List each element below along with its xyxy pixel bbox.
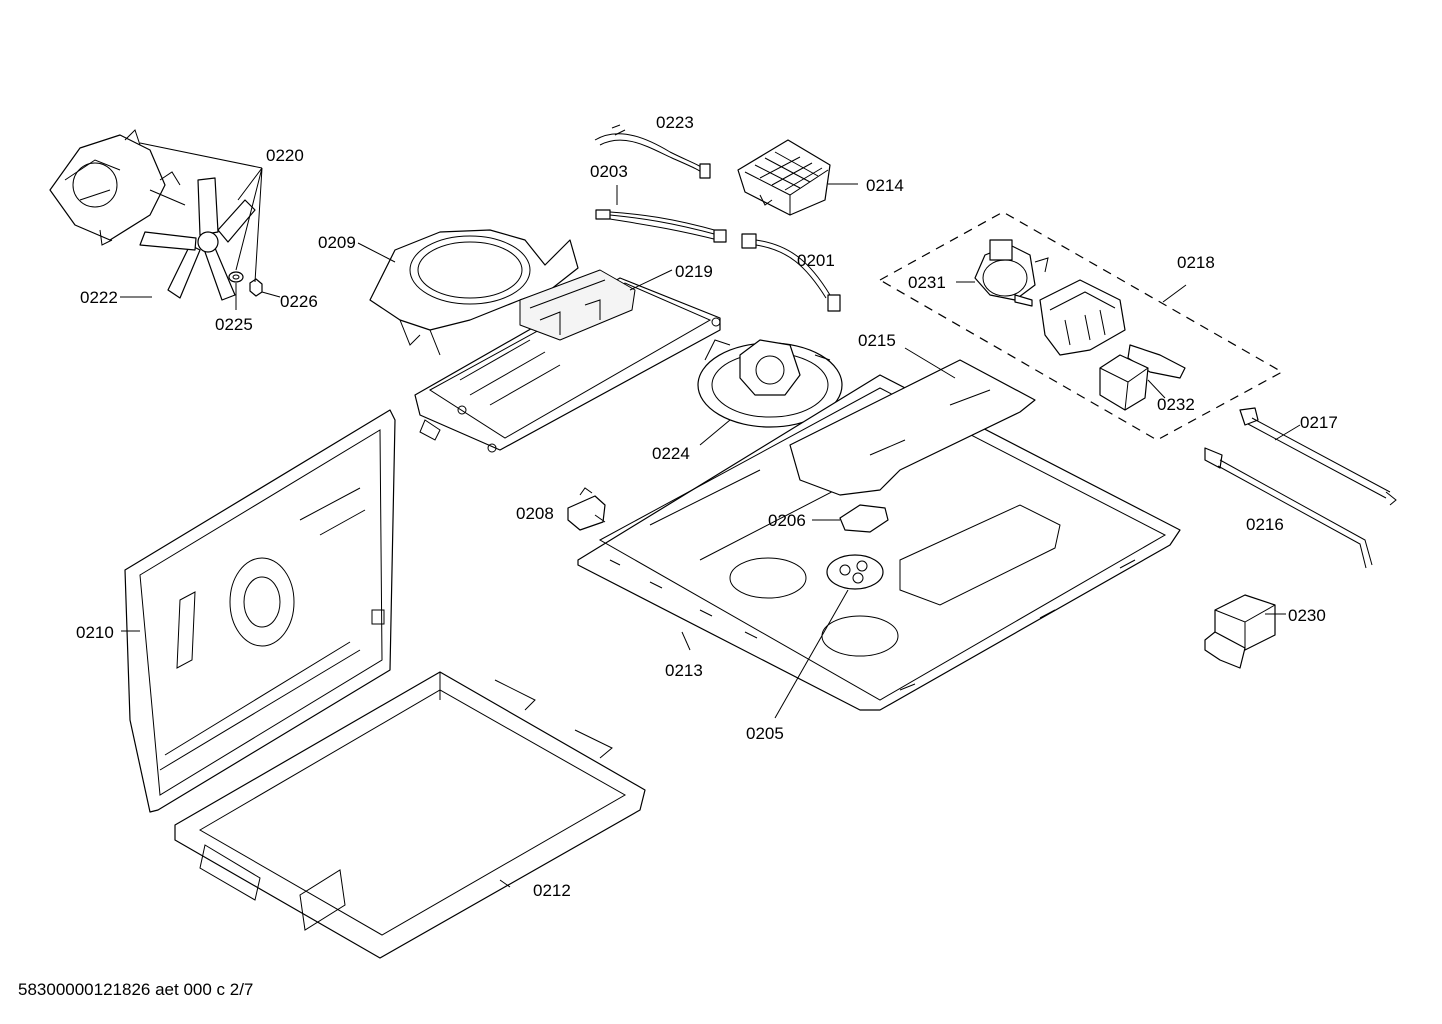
part-0223-cable	[594, 124, 711, 179]
part-0212-bottom-frame	[174, 671, 646, 959]
label-0230: 0230	[1288, 606, 1326, 625]
label-0212: 0212	[533, 881, 571, 900]
label-0209: 0209	[318, 233, 356, 252]
label-0219: 0219	[675, 262, 713, 281]
part-0203-cable	[595, 209, 727, 243]
part-0217-rod	[1239, 407, 1397, 506]
label-0223: 0223	[656, 113, 694, 132]
part-0201-cable	[741, 233, 841, 312]
label-0220: 0220	[266, 146, 304, 165]
part-0213-base-tray	[577, 374, 1181, 711]
label-0206: 0206	[768, 511, 806, 530]
label-0222: 0222	[80, 288, 118, 307]
part-0230-transformer	[1204, 594, 1276, 669]
part-0216-rod	[1204, 447, 1373, 569]
label-0208: 0208	[516, 504, 554, 523]
label-0224: 0224	[652, 444, 690, 463]
label-0201: 0201	[797, 251, 835, 270]
part-0205-fan-cover	[826, 554, 884, 590]
label-0225: 0225	[215, 315, 253, 334]
label-0210: 0210	[76, 623, 114, 642]
part-0231-lock-motor	[974, 239, 1049, 307]
label-0218: 0218	[1177, 253, 1215, 272]
label-0231: 0231	[908, 273, 946, 292]
label-0232: 0232	[1157, 395, 1195, 414]
part-0220-fan-motor	[49, 129, 186, 246]
label-0214: 0214	[866, 176, 904, 195]
part-0208-switch	[567, 487, 606, 531]
part-0224-blower	[697, 339, 843, 428]
document-reference-footer: 58300000121826 aet 000 c 2/7	[18, 980, 254, 999]
label-0226: 0226	[280, 292, 318, 311]
part-0210-rear-panel	[124, 409, 396, 813]
label-0213: 0213	[665, 661, 703, 680]
part-0206-bracket	[839, 504, 889, 533]
label-0215: 0215	[858, 331, 896, 350]
part-0209-fan-housing	[369, 229, 579, 356]
part-0226-nut	[249, 278, 263, 297]
part-0219-control-tray	[414, 269, 721, 453]
label-0205: 0205	[746, 724, 784, 743]
part-0218-latch	[1039, 279, 1186, 379]
part-0218-lock-group	[878, 211, 1284, 441]
label-0203: 0203	[590, 162, 628, 181]
part-0222-fan-blade	[139, 177, 256, 301]
part-0232-relay	[1099, 354, 1149, 411]
callout-labels: 0220 0222 0225 0226 0209 0219 0223 0203 …	[76, 113, 1338, 900]
part-0215-duct-plate	[789, 359, 1036, 496]
part-0225-washer	[228, 271, 244, 283]
part-0214-heatsink	[737, 139, 831, 216]
label-0217: 0217	[1300, 413, 1338, 432]
label-0216: 0216	[1246, 515, 1284, 534]
